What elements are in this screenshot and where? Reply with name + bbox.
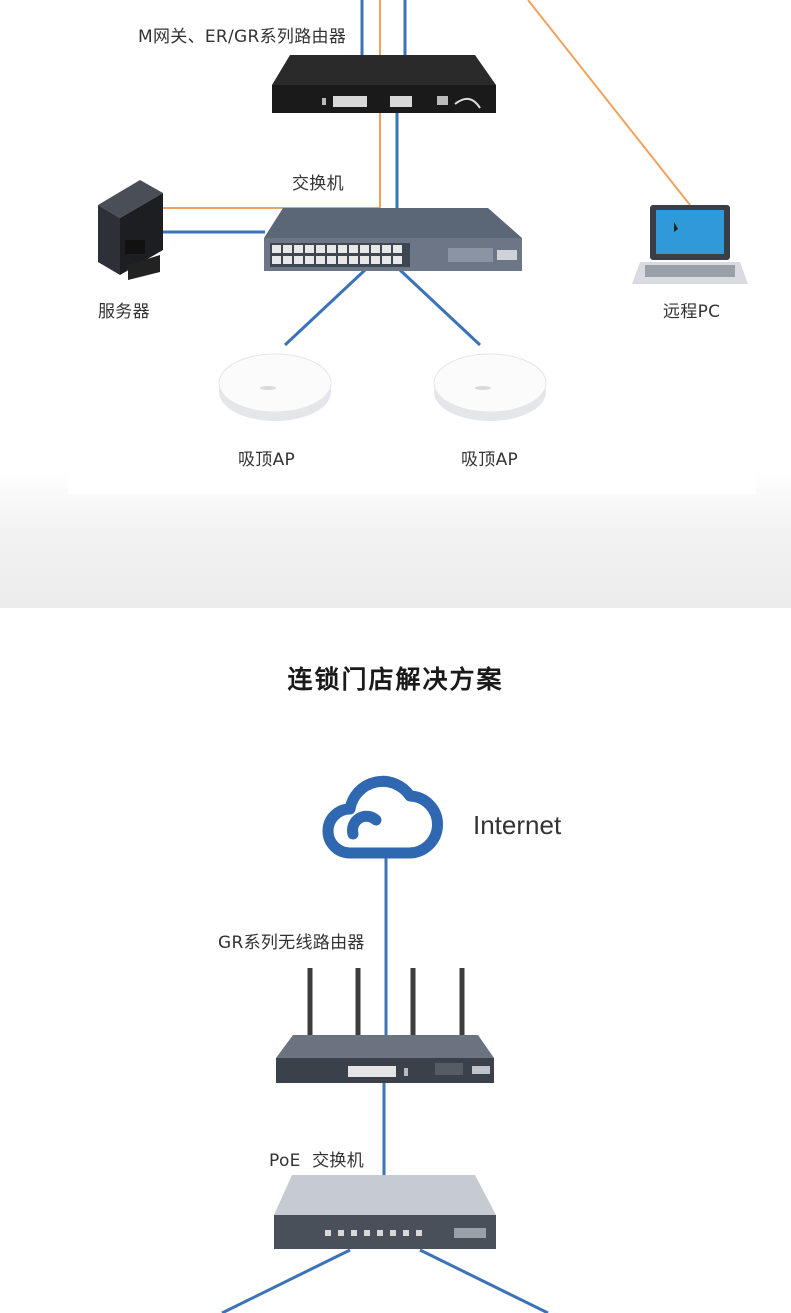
poe-downlink-left — [221, 1248, 351, 1313]
ceiling-ap-1 — [218, 353, 332, 421]
router-device — [272, 55, 496, 113]
wireless-router-device — [276, 968, 494, 1083]
laptop-device — [632, 205, 748, 284]
poe-downlink-right — [419, 1248, 549, 1313]
wireless-router-label: GR系列无线路由器 — [218, 933, 365, 953]
top-links — [163, 0, 691, 347]
section-title: 连锁门店解决方案 — [287, 665, 504, 694]
poe-switch-device — [274, 1175, 496, 1249]
remote-pc-label: 远程PC — [663, 302, 721, 322]
server-label: 服务器 — [98, 302, 150, 322]
switch-label: 交换机 — [292, 174, 344, 194]
ap-label-1: 吸顶AP — [238, 450, 296, 470]
internet-label: Internet — [473, 810, 562, 840]
router-label: M网关、ER/GR系列路由器 — [138, 27, 347, 47]
switch-device — [264, 208, 522, 271]
ceiling-ap-2 — [433, 353, 547, 421]
section-divider-panel — [68, 470, 756, 494]
ap-label-2: 吸顶AP — [461, 450, 519, 470]
cloud-icon — [322, 775, 443, 859]
poe-switch-label: PoE 交换机 — [269, 1151, 364, 1171]
server-device — [98, 180, 163, 280]
